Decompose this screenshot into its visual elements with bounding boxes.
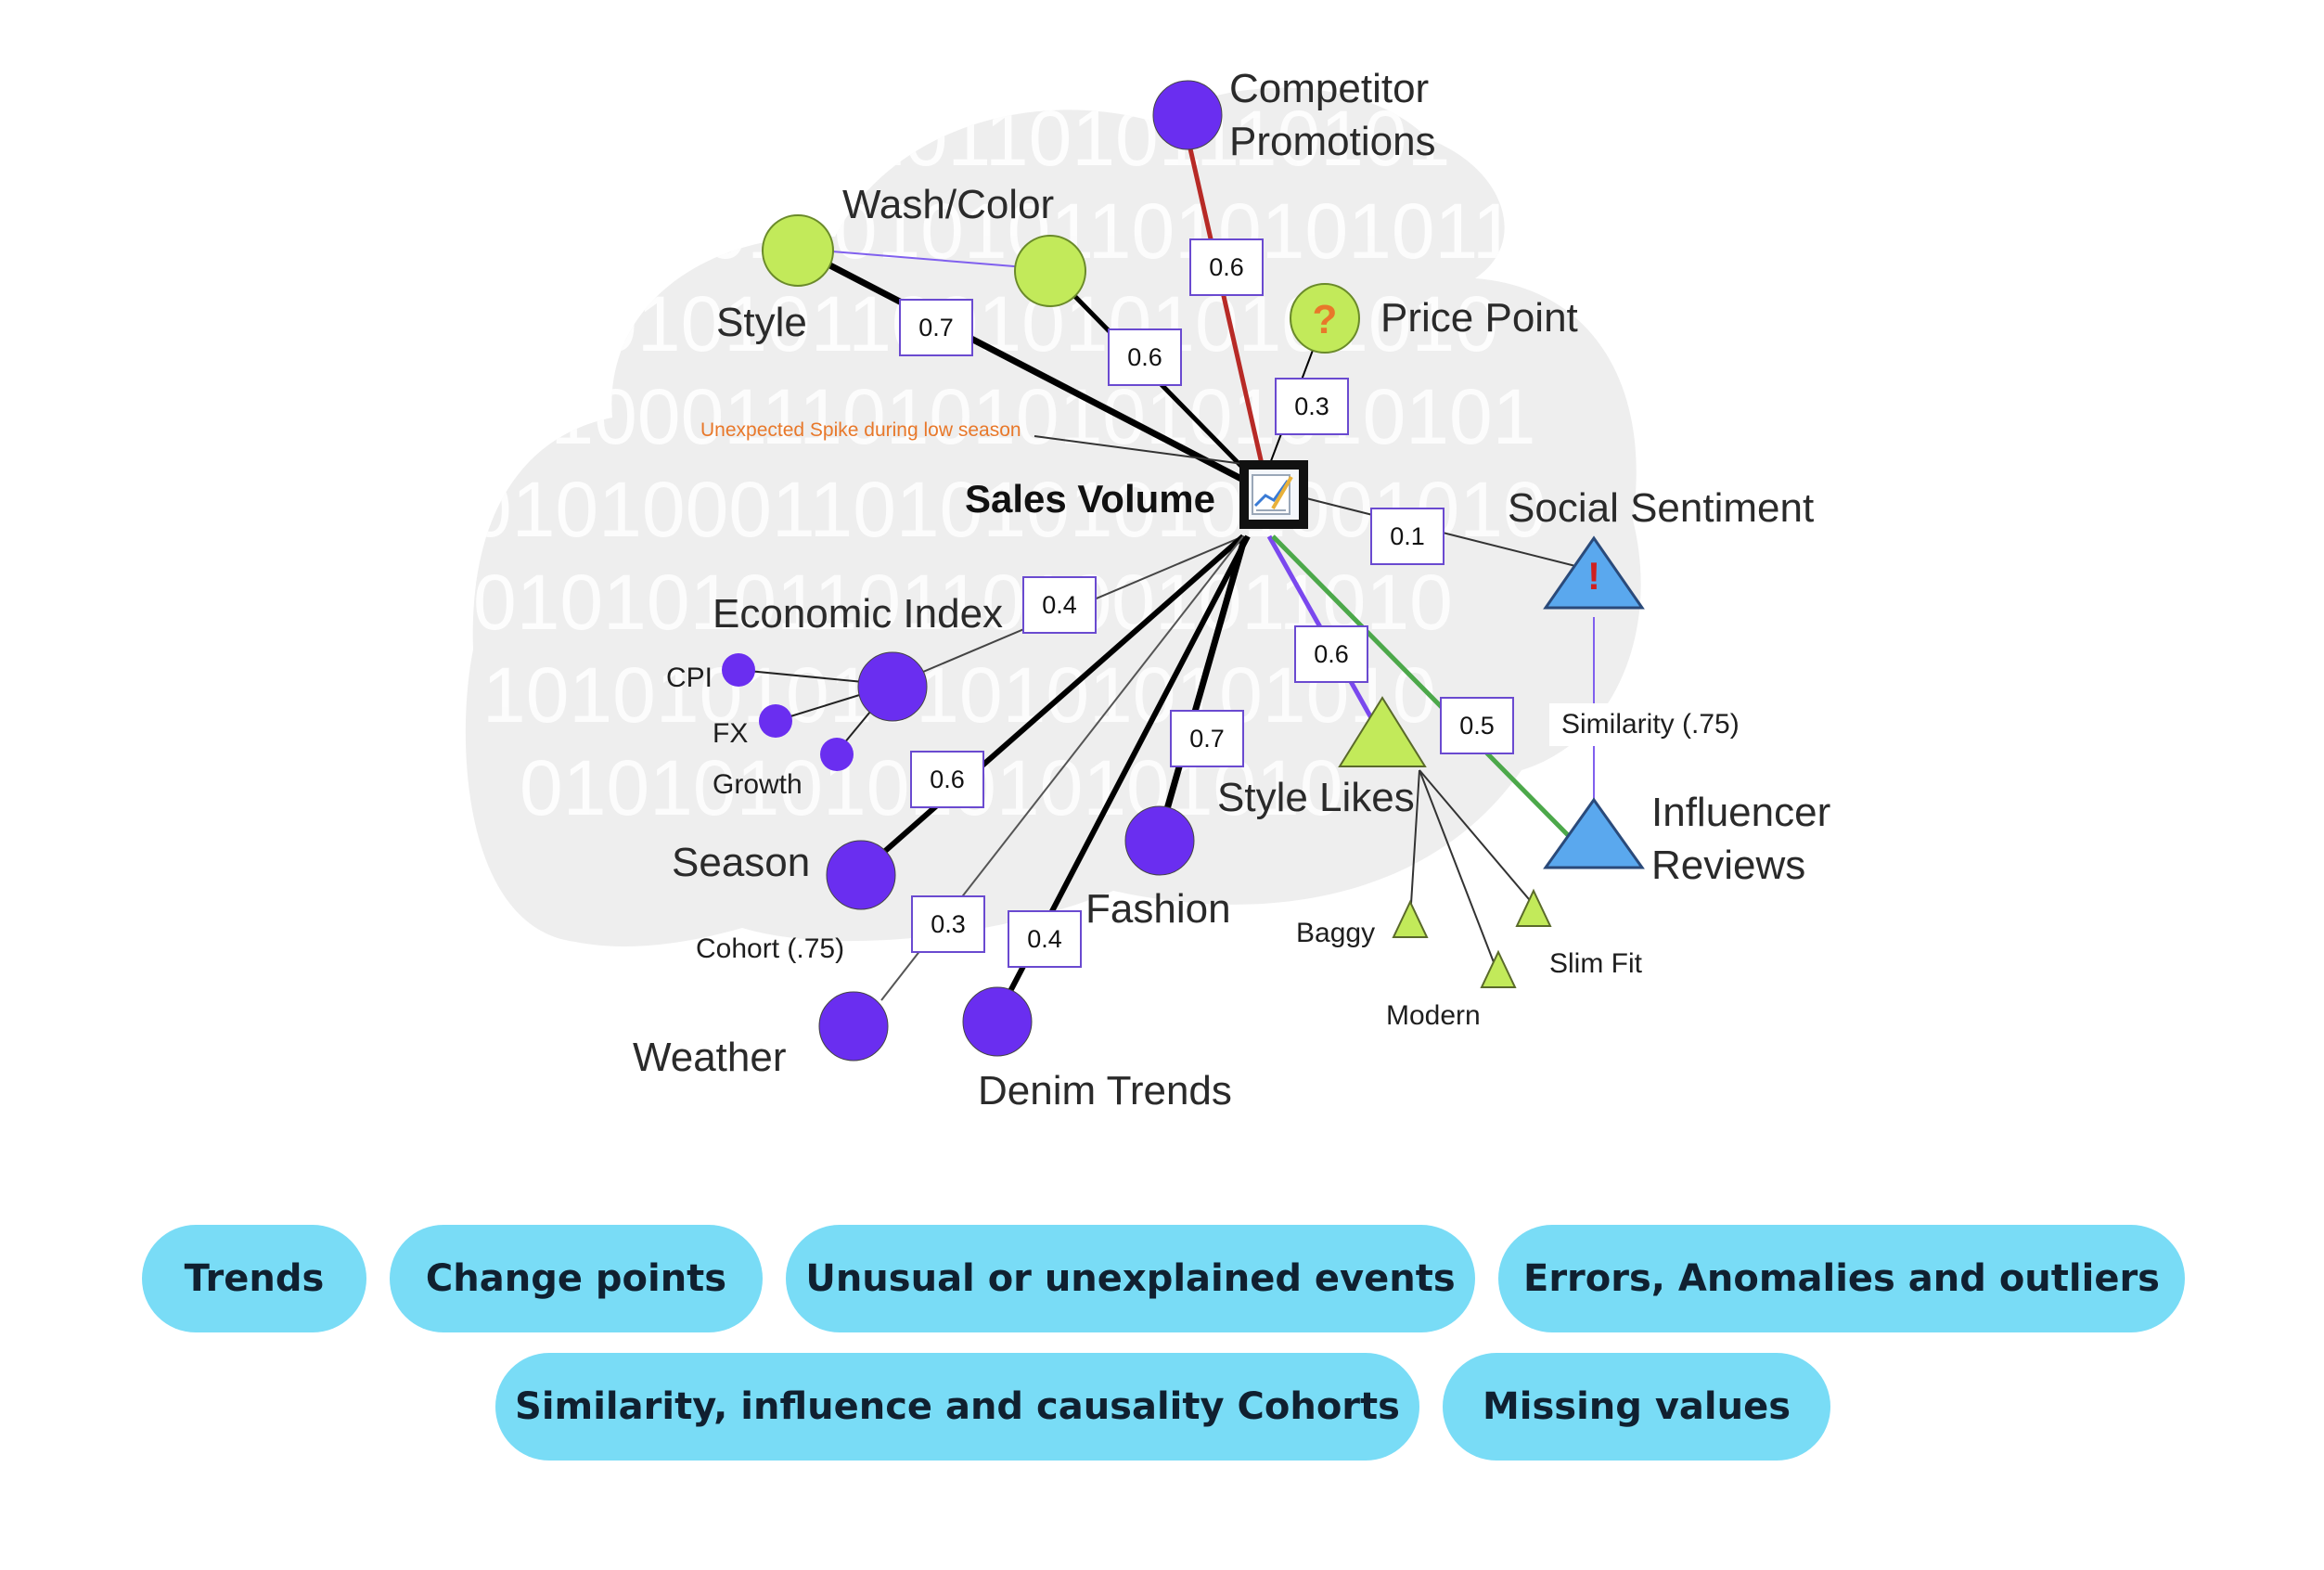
social-edge: [1298, 495, 1595, 572]
pill-similarity-cohorts[interactable]: Similarity, influence and causality Coho…: [495, 1353, 1419, 1461]
weather-node: [818, 991, 889, 1062]
pill-row-2: Similarity, influence and causality Coho…: [0, 1353, 2324, 1461]
fashion-node: [1124, 805, 1195, 876]
node-labels: Competitor Promotions Wash/Color Style P…: [633, 66, 1830, 1113]
wash-color-label: Wash/Color: [842, 182, 1054, 227]
weather-label: Weather: [633, 1035, 787, 1080]
weight-box-style: 0.7: [899, 299, 973, 356]
weight-label-influencer: 0.5: [1459, 712, 1495, 740]
style-label: Style: [716, 300, 807, 345]
denim-trends-label: Denim Trends: [978, 1068, 1232, 1113]
weight-box-style-likes: 0.6: [1294, 625, 1368, 683]
annotation-leader: [1034, 435, 1244, 465]
edge-weights: 0.6 0.7 0.6 0.3 0.1 0.4 0.6 0.5 0.7 0.6 …: [899, 238, 1514, 968]
competitor-label-line1: Competitor: [1229, 66, 1429, 111]
influencer-edge: [1271, 534, 1570, 837]
weight-box-denim: 0.4: [1008, 910, 1082, 968]
cohort-label: Cohort (.75): [696, 933, 844, 964]
style-wash-edge: [797, 248, 1049, 270]
season-node: [826, 840, 896, 910]
hub-label: Sales Volume: [965, 477, 1215, 521]
influencer-reviews-node: [1543, 797, 1645, 869]
fashion-edge: [1156, 535, 1249, 836]
price-point-label: Price Point: [1380, 295, 1578, 341]
fx-label: FX: [713, 718, 748, 749]
style-node: [762, 214, 834, 287]
weight-label-wash: 0.6: [1127, 343, 1162, 371]
weight-box-price: 0.3: [1275, 378, 1349, 435]
growth-label: Growth: [713, 769, 802, 800]
question-mark-icon: ?: [1313, 297, 1338, 342]
baggy-label: Baggy: [1296, 918, 1375, 948]
denim-node: [962, 986, 1033, 1057]
weight-box-wash: 0.6: [1108, 328, 1182, 386]
weight-box-season: 0.6: [910, 751, 984, 808]
weight-label-denim: 0.4: [1027, 925, 1062, 953]
spike-annotation: Unexpected Spike during low season: [700, 419, 1021, 441]
pill-row-1: Trends Change points Unusual or unexplai…: [0, 1225, 2324, 1332]
edges: [738, 115, 1595, 1018]
background-digits-row: 1010101010101010101010: [482, 651, 1436, 739]
nodes-triangle: !: [1338, 535, 1645, 988]
social-sentiment-label: Social Sentiment: [1508, 485, 1814, 531]
similarity-label-bg: [1549, 703, 1746, 746]
pill-unusual-events[interactable]: Unusual or unexplained events: [786, 1225, 1475, 1332]
weight-box-weather: 0.3: [911, 895, 985, 953]
weight-label-style: 0.7: [918, 314, 954, 341]
weight-label-fashion: 0.7: [1189, 725, 1225, 753]
weight-box-competitor: 0.6: [1189, 238, 1264, 296]
baggy-edge: [1409, 769, 1420, 920]
season-label: Season: [672, 840, 810, 885]
nodes-green: ?: [762, 214, 1360, 354]
weight-label-weather: 0.3: [931, 910, 966, 938]
modern-edge: [1419, 769, 1499, 975]
pill-errors-anomalies[interactable]: Errors, Anomalies and outliers: [1498, 1225, 2185, 1332]
sales-volume-hub: [1239, 460, 1308, 529]
nodes-purple: [722, 80, 1223, 1062]
pill-trends[interactable]: Trends: [142, 1225, 366, 1332]
growth-node: [820, 738, 854, 771]
cpi-node: [722, 653, 755, 687]
similarity-label: Similarity (.75): [1561, 709, 1740, 740]
slim-fit-node: [1515, 888, 1552, 927]
price-node: [1290, 283, 1360, 354]
social-sentiment-node: [1543, 535, 1645, 610]
chart-document-icon: [1249, 470, 1299, 520]
weight-label-economic: 0.4: [1042, 591, 1077, 619]
baggy-node: [1392, 899, 1429, 938]
cpi-label: CPI: [666, 663, 713, 693]
weight-box-economic: 0.4: [1022, 576, 1097, 634]
weight-box-fashion: 0.7: [1170, 710, 1244, 767]
background-digits-row: 1010001110101010101010101: [464, 373, 1535, 460]
style-likes-node: [1338, 696, 1427, 767]
competitor-node: [1152, 80, 1223, 150]
weight-label-social: 0.1: [1390, 522, 1425, 550]
economic-node: [857, 651, 928, 722]
influence-network-diagram: 1011101001011010111010110101010010101101…: [464, 66, 1830, 1113]
influencer-label-line1: Influencer: [1651, 790, 1830, 835]
weight-label-price: 0.3: [1294, 392, 1329, 420]
fx-node: [759, 704, 792, 738]
influencer-label-line2: Reviews: [1651, 843, 1805, 888]
slim-edge: [1419, 769, 1534, 906]
weight-label-season: 0.6: [930, 766, 965, 793]
season-edge: [859, 534, 1245, 875]
background-digits-row: 0101000110101010101001010: [469, 466, 1547, 553]
modern-node: [1480, 949, 1517, 988]
weight-box-influencer: 0.5: [1440, 697, 1514, 754]
weight-label-competitor: 0.6: [1209, 253, 1244, 281]
weight-label-style-likes: 0.6: [1314, 640, 1349, 668]
wash-node: [1014, 235, 1086, 307]
exclamation-icon: !: [1587, 554, 1600, 598]
modern-label: Modern: [1386, 1000, 1481, 1031]
pill-change-points[interactable]: Change points: [390, 1225, 763, 1332]
pill-missing-values[interactable]: Missing values: [1443, 1353, 1830, 1461]
fashion-label: Fashion: [1085, 886, 1231, 932]
style-likes-label: Style Likes: [1217, 775, 1415, 820]
weight-box-social: 0.1: [1370, 508, 1444, 565]
style-edge: [796, 245, 1268, 495]
economic-index-label: Economic Index: [713, 591, 1003, 637]
slim-fit-label: Slim Fit: [1549, 948, 1643, 979]
competitor-label-line2: Promotions: [1229, 119, 1436, 164]
